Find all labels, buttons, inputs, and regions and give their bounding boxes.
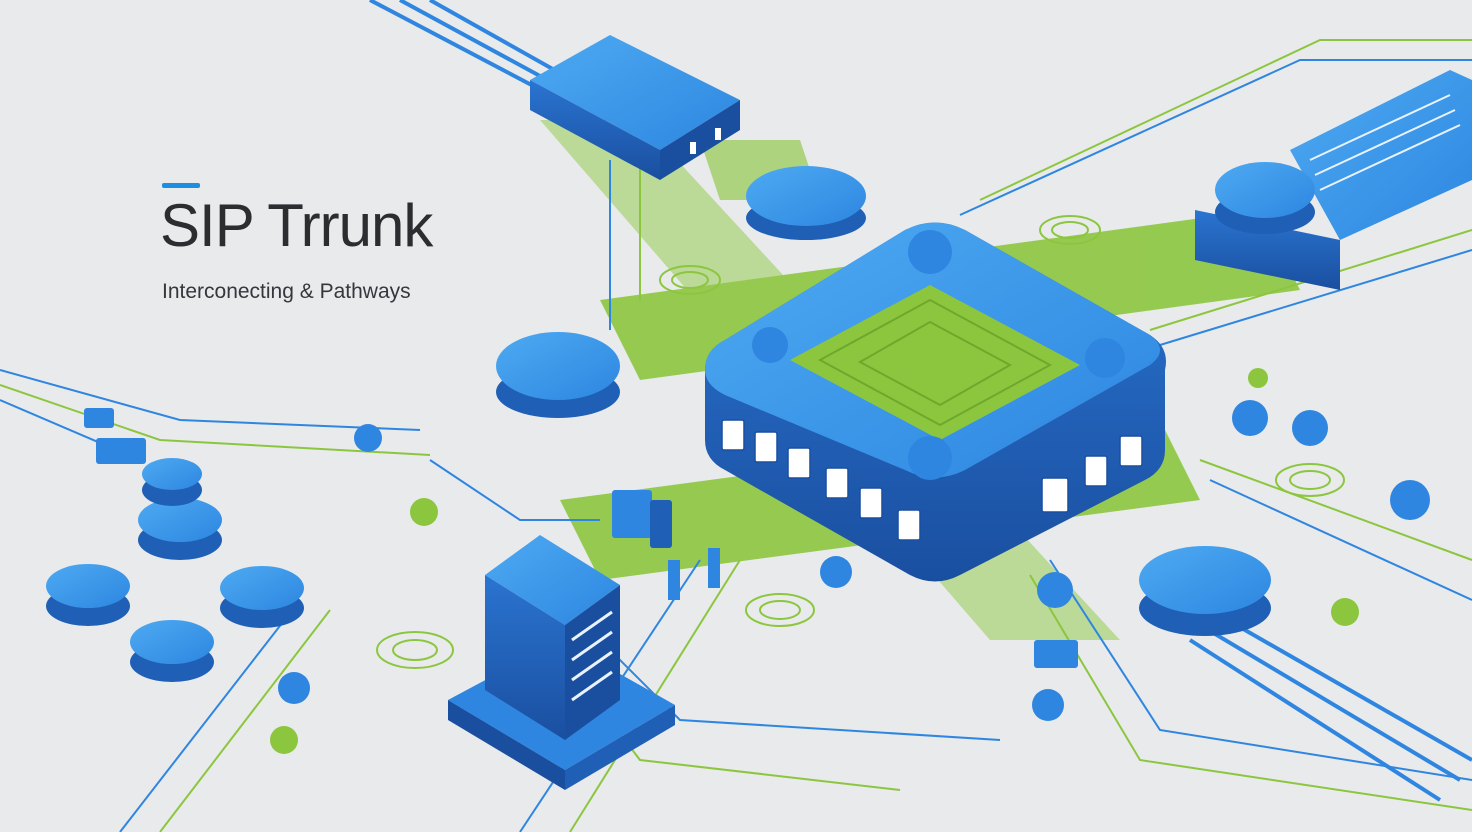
- node-bottom-right: [1139, 546, 1271, 636]
- network-node-icon: [46, 162, 1430, 754]
- signal-ripple-icon: [376, 215, 1345, 669]
- top-server-box: [530, 35, 740, 180]
- central-hub: [705, 222, 1166, 582]
- title-accent-bar: [162, 183, 200, 188]
- node-cluster-left: [46, 458, 304, 682]
- node-right: [1215, 162, 1315, 234]
- page-subtitle: Interconecting & Pathways: [162, 280, 411, 303]
- page-title: SIP Trrunk: [160, 192, 433, 259]
- small-device-icon: [84, 408, 1078, 668]
- node-top-center: [746, 166, 866, 240]
- server-tower-icon: [448, 535, 675, 790]
- right-rack: [1195, 70, 1472, 290]
- node-left: [496, 332, 620, 418]
